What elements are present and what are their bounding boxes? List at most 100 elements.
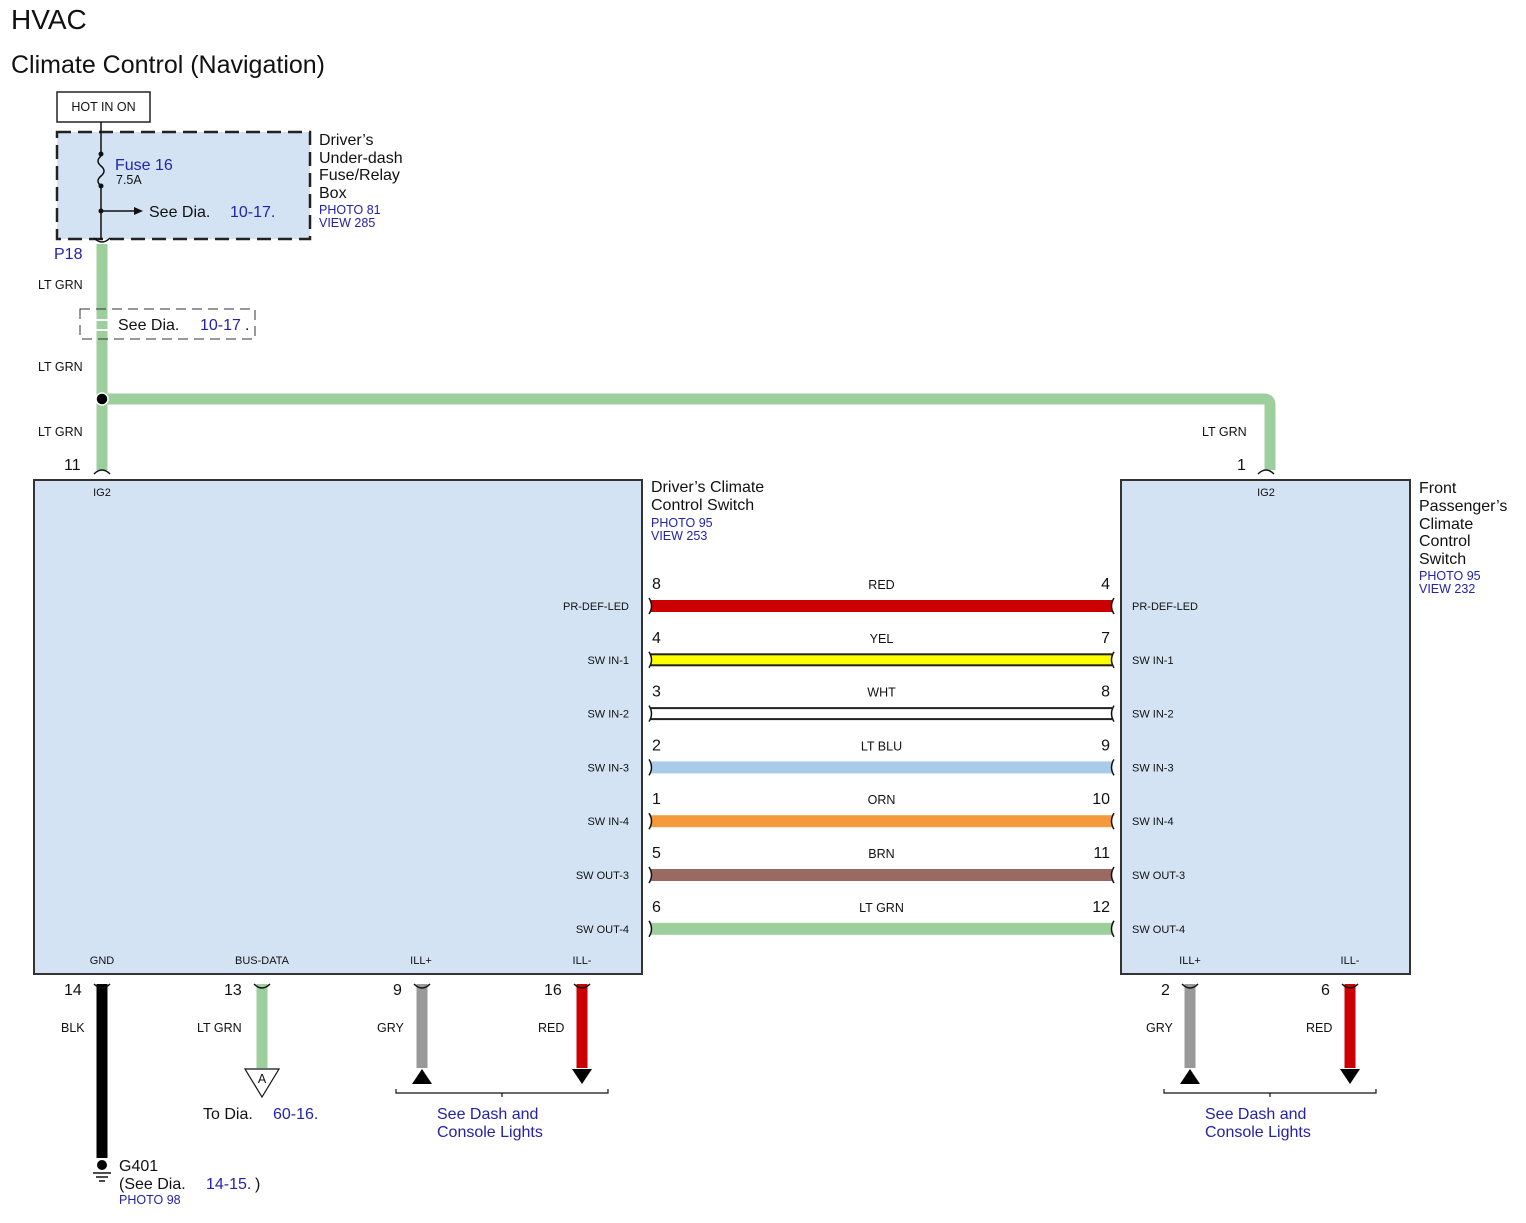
dash-ref-right-2[interactable]: Console Lights bbox=[1205, 1124, 1311, 1141]
link-terminal-right bbox=[1110, 812, 1115, 830]
link-terminal-right bbox=[1110, 759, 1115, 776]
passenger-switch-name-3: Climate bbox=[1419, 516, 1473, 533]
driver-pin-gnd-num: 14 bbox=[64, 982, 82, 999]
feed-see-ref[interactable]: 10-17 bbox=[200, 317, 241, 334]
driver-switch-photo[interactable]: PHOTO 95 bbox=[651, 516, 713, 530]
driver-pin-ill-minus-num: 16 bbox=[544, 982, 562, 999]
driver-top-pin-num: 11 bbox=[64, 457, 81, 474]
connector-p18: P18 bbox=[54, 246, 83, 263]
driver-pin-bus-label: BUS-DATA bbox=[235, 955, 290, 967]
driver-pin-bus-num: 13 bbox=[224, 982, 242, 999]
driver-link-pin-label: SW IN-3 bbox=[587, 762, 629, 774]
link-wire-color: WHT bbox=[867, 686, 896, 700]
passenger-link-pin-label: SW OUT-4 bbox=[1132, 924, 1185, 936]
link-wire-color: LT GRN bbox=[859, 901, 904, 915]
passenger-link-pin-label: SW IN-2 bbox=[1132, 709, 1174, 721]
ground-see-ref[interactable]: 14-15. bbox=[206, 1176, 251, 1193]
passenger-link-pin-num: 4 bbox=[1101, 576, 1110, 593]
passenger-switch-photo[interactable]: PHOTO 95 bbox=[1419, 569, 1481, 583]
feed-see-prefix: See Dia. bbox=[118, 317, 179, 334]
passenger-link-pin-label: SW IN-4 bbox=[1132, 816, 1174, 828]
fuse-box-name-1: Driver’s bbox=[319, 132, 374, 149]
driver-switch-view[interactable]: VIEW 253 bbox=[651, 529, 707, 543]
page-subtitle: Climate Control (Navigation) bbox=[11, 51, 325, 79]
passenger-switch-view[interactable]: VIEW 232 bbox=[1419, 582, 1475, 596]
driver-link-pin-num: 4 bbox=[652, 630, 661, 647]
passenger-switch-name-2: Passenger’s bbox=[1419, 498, 1507, 515]
passenger-pin-ill-plus-num: 2 bbox=[1161, 982, 1170, 999]
link-terminal-left bbox=[648, 597, 653, 615]
link-wire bbox=[651, 655, 1112, 665]
ground-name: G401 bbox=[119, 1158, 158, 1175]
passenger-link-pin-num: 9 bbox=[1101, 737, 1110, 754]
link-terminal-left bbox=[648, 812, 653, 830]
link-terminal-right bbox=[1110, 651, 1115, 669]
link-terminal-left bbox=[648, 651, 653, 669]
driver-link-pin-num: 1 bbox=[652, 791, 661, 808]
connector-a-symbol bbox=[243, 1068, 281, 1099]
passenger-link-pin-num: 10 bbox=[1092, 791, 1110, 808]
dash-ref-right-1[interactable]: See Dash and bbox=[1205, 1106, 1306, 1123]
link-terminal-left bbox=[648, 705, 653, 722]
passenger-link-pin-num: 12 bbox=[1092, 899, 1110, 916]
link-wire-color: YEL bbox=[870, 632, 894, 646]
driver-link-pin-label: SW IN-2 bbox=[587, 709, 629, 721]
driver-ill-plus-wire-color: GRY bbox=[377, 1021, 405, 1035]
feed-wire-label-lower: LT GRN bbox=[38, 425, 83, 439]
feed-see-frame bbox=[79, 308, 256, 340]
passenger-link-pin-label: SW OUT-3 bbox=[1132, 870, 1185, 882]
passenger-link-pin-label: SW IN-1 bbox=[1132, 655, 1174, 667]
passenger-switch-box bbox=[1120, 479, 1411, 975]
passenger-switch-name-1: Front bbox=[1419, 480, 1457, 497]
driver-link-pin-label: SW IN-1 bbox=[587, 655, 629, 667]
link-terminal-left bbox=[648, 759, 653, 776]
passenger-link-pin-label: PR-DEF-LED bbox=[1132, 601, 1198, 613]
driver-switch-box bbox=[33, 479, 643, 975]
driver-link-pin-label: SW OUT-4 bbox=[576, 924, 629, 936]
dash-ref-left-1[interactable]: See Dash and bbox=[437, 1106, 538, 1123]
driver-link-pin-num: 2 bbox=[652, 737, 661, 754]
driver-bottom-wires bbox=[93, 983, 609, 1158]
link-terminal-right bbox=[1110, 866, 1115, 884]
passenger-bottom-wires bbox=[1163, 983, 1377, 1097]
link-wire bbox=[651, 709, 1112, 719]
passenger-pin-ill-minus-num: 6 bbox=[1321, 982, 1330, 999]
driver-switch-name-1: Driver’s Climate bbox=[651, 479, 764, 496]
fuse-box-name-2: Under-dash bbox=[319, 150, 403, 167]
feed-wire bbox=[93, 237, 1276, 475]
driver-pin-ill-plus-num: 9 bbox=[393, 982, 402, 999]
fuse-box-name-3: Fuse/Relay bbox=[319, 167, 400, 184]
passenger-link-pin-num: 7 bbox=[1101, 630, 1110, 647]
fuse-see-ref[interactable]: 10-17. bbox=[230, 204, 275, 221]
ground-photo[interactable]: PHOTO 98 bbox=[119, 1193, 181, 1207]
fuse-box-photo[interactable]: PHOTO 81 bbox=[319, 203, 381, 217]
driver-bus-wire-color: LT GRN bbox=[197, 1021, 242, 1035]
page-title: HVAC bbox=[11, 4, 87, 35]
passenger-link-pin-num: 11 bbox=[1093, 845, 1110, 862]
driver-link-pin-num: 5 bbox=[652, 845, 661, 862]
passenger-top-pin-label: IG2 bbox=[1257, 487, 1275, 499]
power-source-label: HOT IN ON bbox=[71, 100, 135, 114]
feed-wire-label-mid: LT GRN bbox=[38, 360, 83, 374]
link-wire-color: ORN bbox=[868, 793, 896, 807]
bus-ref-link[interactable]: 60-16. bbox=[273, 1106, 318, 1123]
driver-pin-ill-plus-label: ILL+ bbox=[410, 955, 432, 967]
connector-a-label: A bbox=[258, 1072, 267, 1086]
fuse-box-view[interactable]: VIEW 285 bbox=[319, 216, 375, 230]
dash-ref-left-2[interactable]: Console Lights bbox=[437, 1124, 543, 1141]
link-wire-color: BRN bbox=[868, 847, 894, 861]
passenger-pin-ill-minus-label: ILL- bbox=[1341, 955, 1360, 967]
link-terminal-left bbox=[648, 920, 653, 938]
driver-link-pin-label: SW OUT-3 bbox=[576, 870, 629, 882]
feed-wire-label-right: LT GRN bbox=[1202, 425, 1247, 439]
link-wire bbox=[651, 922, 1112, 935]
passenger-switch-name-5: Switch bbox=[1419, 551, 1466, 568]
passenger-ill-plus-wire-color: GRY bbox=[1146, 1021, 1174, 1035]
